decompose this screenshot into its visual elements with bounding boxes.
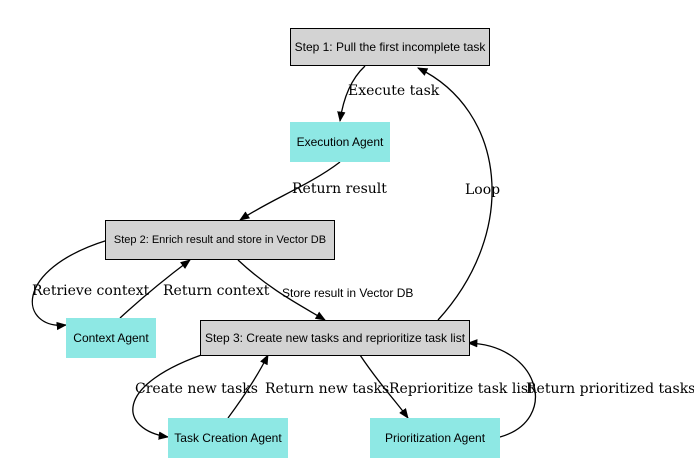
loop-label: Loop (465, 182, 501, 198)
step2-label: Step 2: Enrich result and store in Vecto… (113, 234, 327, 246)
return-result-label: Return result (292, 181, 387, 197)
edge-return-prioritized (466, 339, 537, 438)
edge-execute-task (337, 65, 366, 123)
prioritization-agent-label: Prioritization Agent (384, 431, 486, 445)
store-result-label: Store result in Vector DB (282, 286, 414, 300)
execution-agent-label: Execution Agent (296, 135, 384, 149)
return-context-label: Return context (163, 283, 270, 299)
edge-reprioritize (359, 354, 409, 419)
return-new-tasks-label: Return new tasks (265, 381, 390, 397)
edge-return-context (119, 259, 191, 319)
task-creation-agent-node: Task Creation Agent (168, 418, 288, 458)
edge-return-result (239, 161, 341, 221)
reprioritize-task-list-label: Reprioritize task list (389, 381, 534, 397)
return-prioritized-tasks-label: Return prioritized tasks (526, 381, 694, 397)
edge-loop (417, 67, 493, 321)
edge-retrieve-context (31, 239, 109, 331)
edge-return-new-tasks (227, 354, 269, 419)
edge-create-new-tasks (132, 351, 211, 440)
prioritization-agent-node: Prioritization Agent (370, 418, 500, 458)
step3-node: Step 3: Create new tasks and reprioritiz… (200, 320, 470, 356)
step1-label: Step 1: Pull the first incomplete task (294, 40, 486, 54)
edge-store-result (237, 259, 326, 321)
step2-node: Step 2: Enrich result and store in Vecto… (105, 220, 335, 260)
retrieve-context-label: Retrieve context (32, 283, 150, 299)
create-new-tasks-label: Create new tasks (135, 381, 258, 397)
task-creation-agent-label: Task Creation Agent (174, 431, 282, 445)
step3-label: Step 3: Create new tasks and reprioritiz… (204, 331, 466, 345)
context-agent-label: Context Agent (73, 331, 149, 345)
step1-node: Step 1: Pull the first incomplete task (290, 28, 490, 66)
execute-task-label: Execute task (348, 83, 440, 99)
context-agent-node: Context Agent (66, 318, 156, 358)
execution-agent-node: Execution Agent (290, 122, 390, 162)
